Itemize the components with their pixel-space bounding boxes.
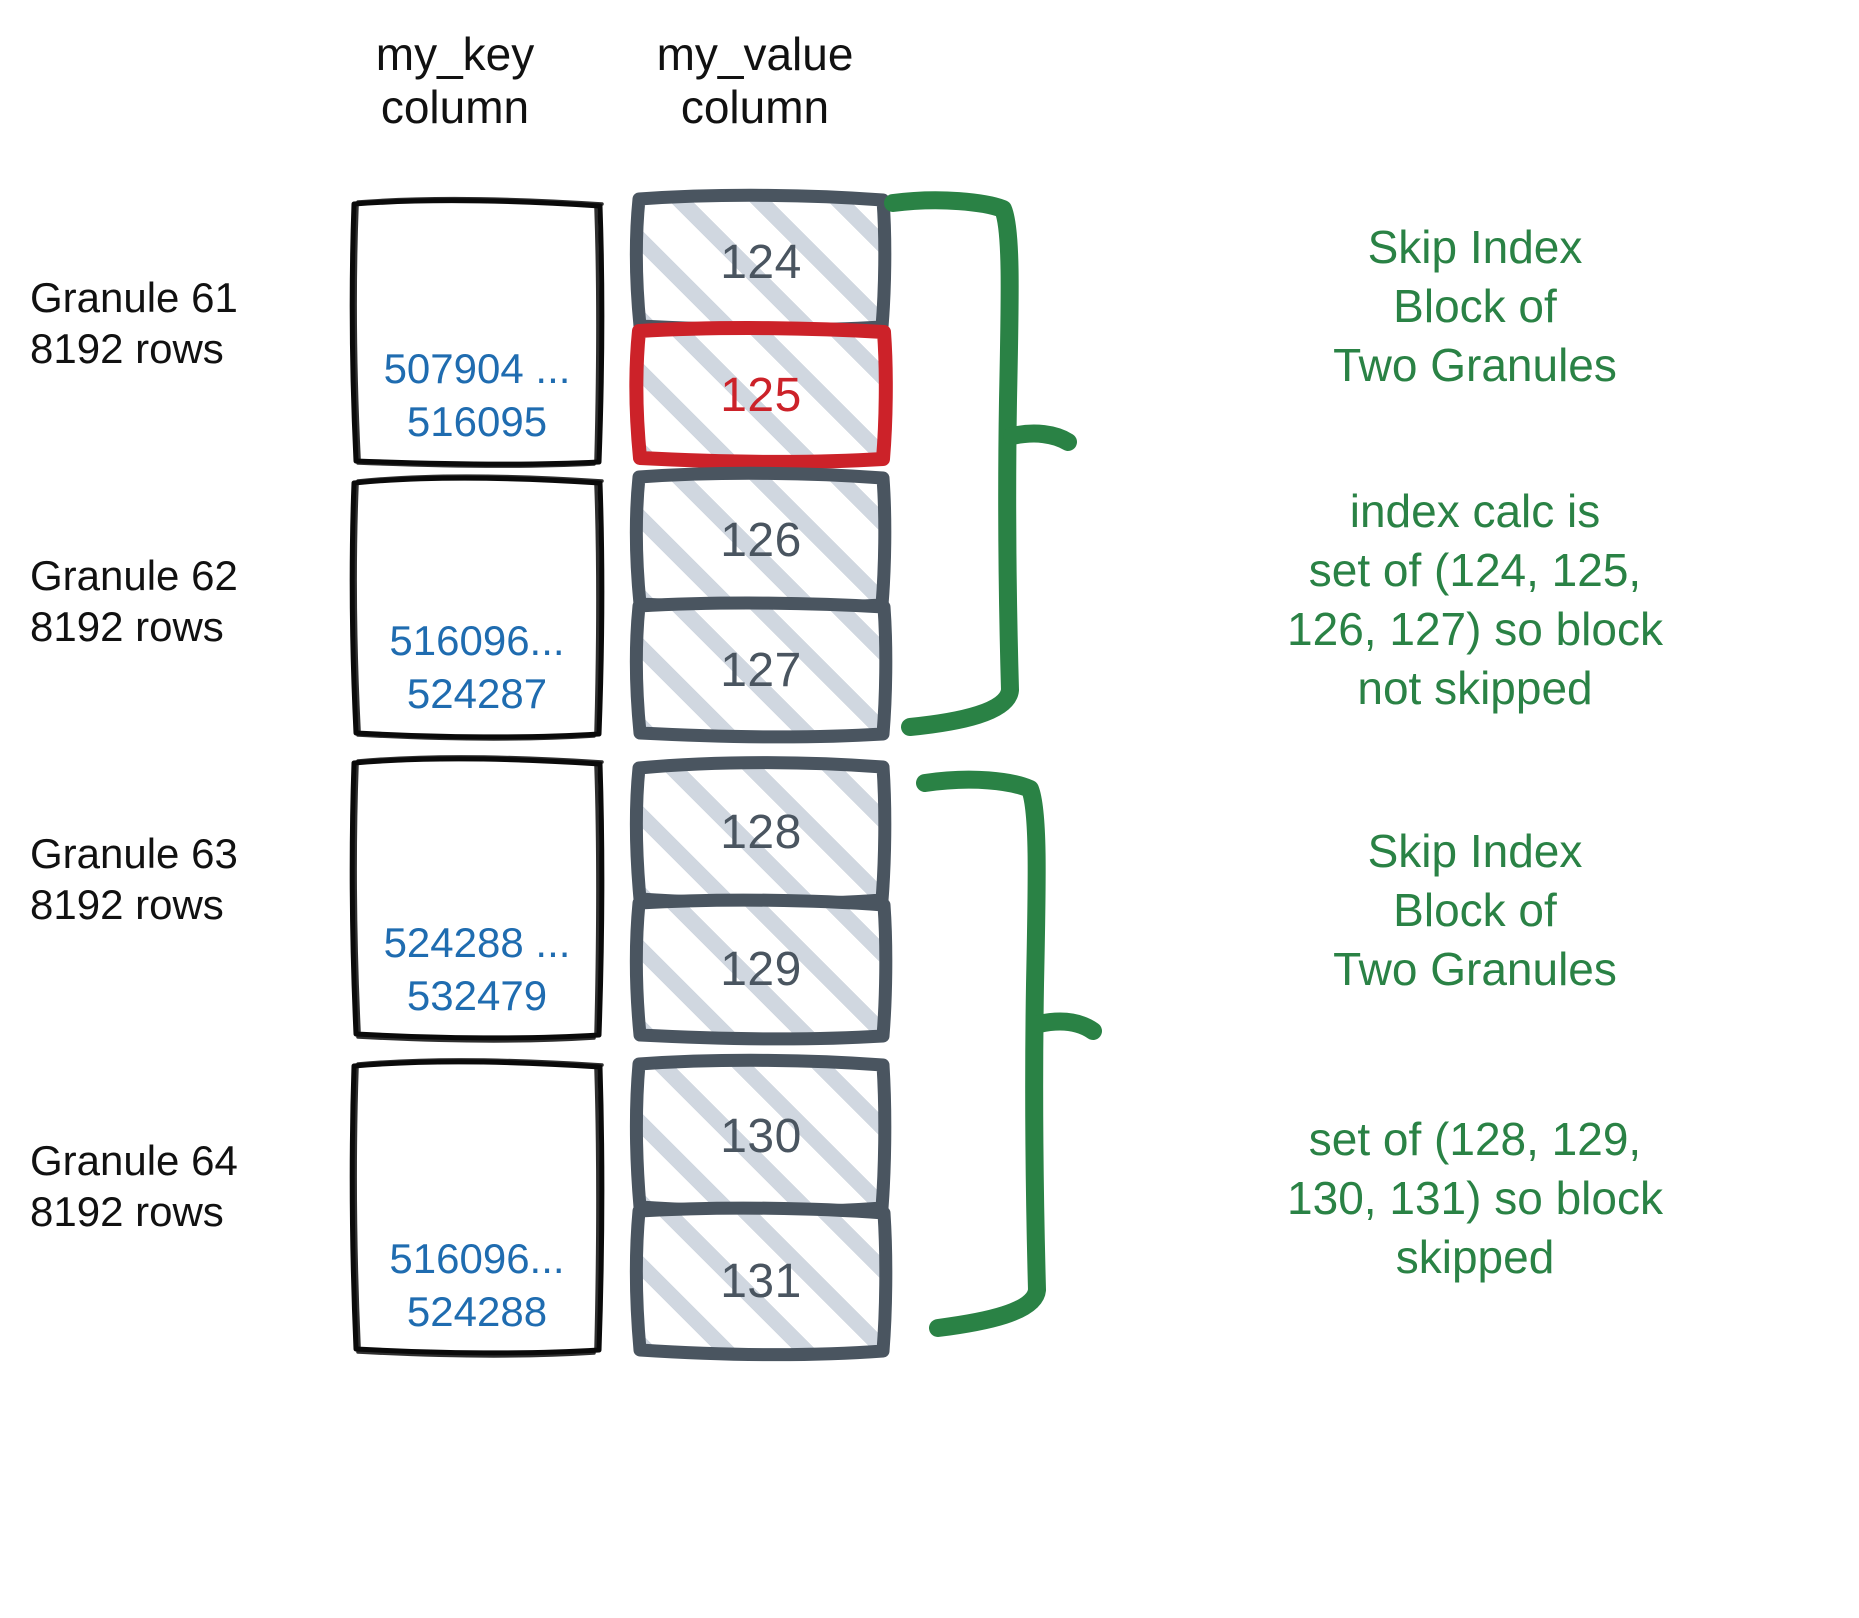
column-header-my-key: my_key column [375,28,535,133]
column-header-my-value: my_value column [656,28,854,133]
value-box-125-highlighted: 125 [629,321,893,469]
key-box-granule-63: 524288 ... 532479 [349,755,605,1043]
key-range-granule-62: 516096... 524287 [389,617,565,717]
key-box-granule-61: 507904 ... 516095 [349,196,605,468]
granule-label-62: Granule 62 8192 rows [30,552,238,651]
value-box-128: 128 [629,756,892,911]
value-text-126: 126 [720,513,802,567]
key-box-granule-64: 516096... 524288 [349,1058,605,1358]
value-text-124: 124 [720,235,802,289]
key-range-granule-64: 516096... 524288 [389,1235,565,1335]
value-text-131: 131 [720,1255,802,1308]
value-box-124: 124 [629,188,892,337]
value-text-129: 129 [720,943,802,996]
value-box-127: 127 [629,596,893,744]
value-text-125: 125 [720,368,802,422]
granule-label-64: Granule 64 8192 rows [30,1137,238,1236]
value-text-128: 128 [720,805,802,859]
value-box-131: 131 [629,1201,893,1362]
bracket-top-pointer-icon [1003,424,1077,451]
granule-label-63: Granule 63 8192 rows [30,830,238,929]
annotation-index-calc-not-skipped: index calc is set of (124, 125, 126, 127… [1287,485,1663,714]
value-box-130: 130 [629,1053,892,1219]
value-box-129: 129 [629,893,893,1046]
granule-label-61: Granule 61 8192 rows [30,274,238,373]
bracket-bottom-pointer-icon [1030,1012,1102,1040]
annotation-skip-index-block-2: Skip Index Block of Two Granules [1333,825,1617,995]
key-box-granule-62: 516096... 524287 [349,474,605,741]
key-range-granule-63: 524288 ... 532479 [383,919,571,1019]
value-text-127: 127 [720,643,802,697]
bracket-bottom-icon [916,770,1046,1337]
annotation-set-of-skipped: set of (128, 129, 130, 131) so block ski… [1287,1113,1663,1283]
value-text-130: 130 [720,1109,802,1163]
annotation-skip-index-block-1: Skip Index Block of Two Granules [1333,221,1617,391]
value-box-126: 126 [629,466,892,615]
bracket-top-icon [884,191,1019,736]
key-range-granule-61: 507904 ... 516095 [383,345,571,445]
